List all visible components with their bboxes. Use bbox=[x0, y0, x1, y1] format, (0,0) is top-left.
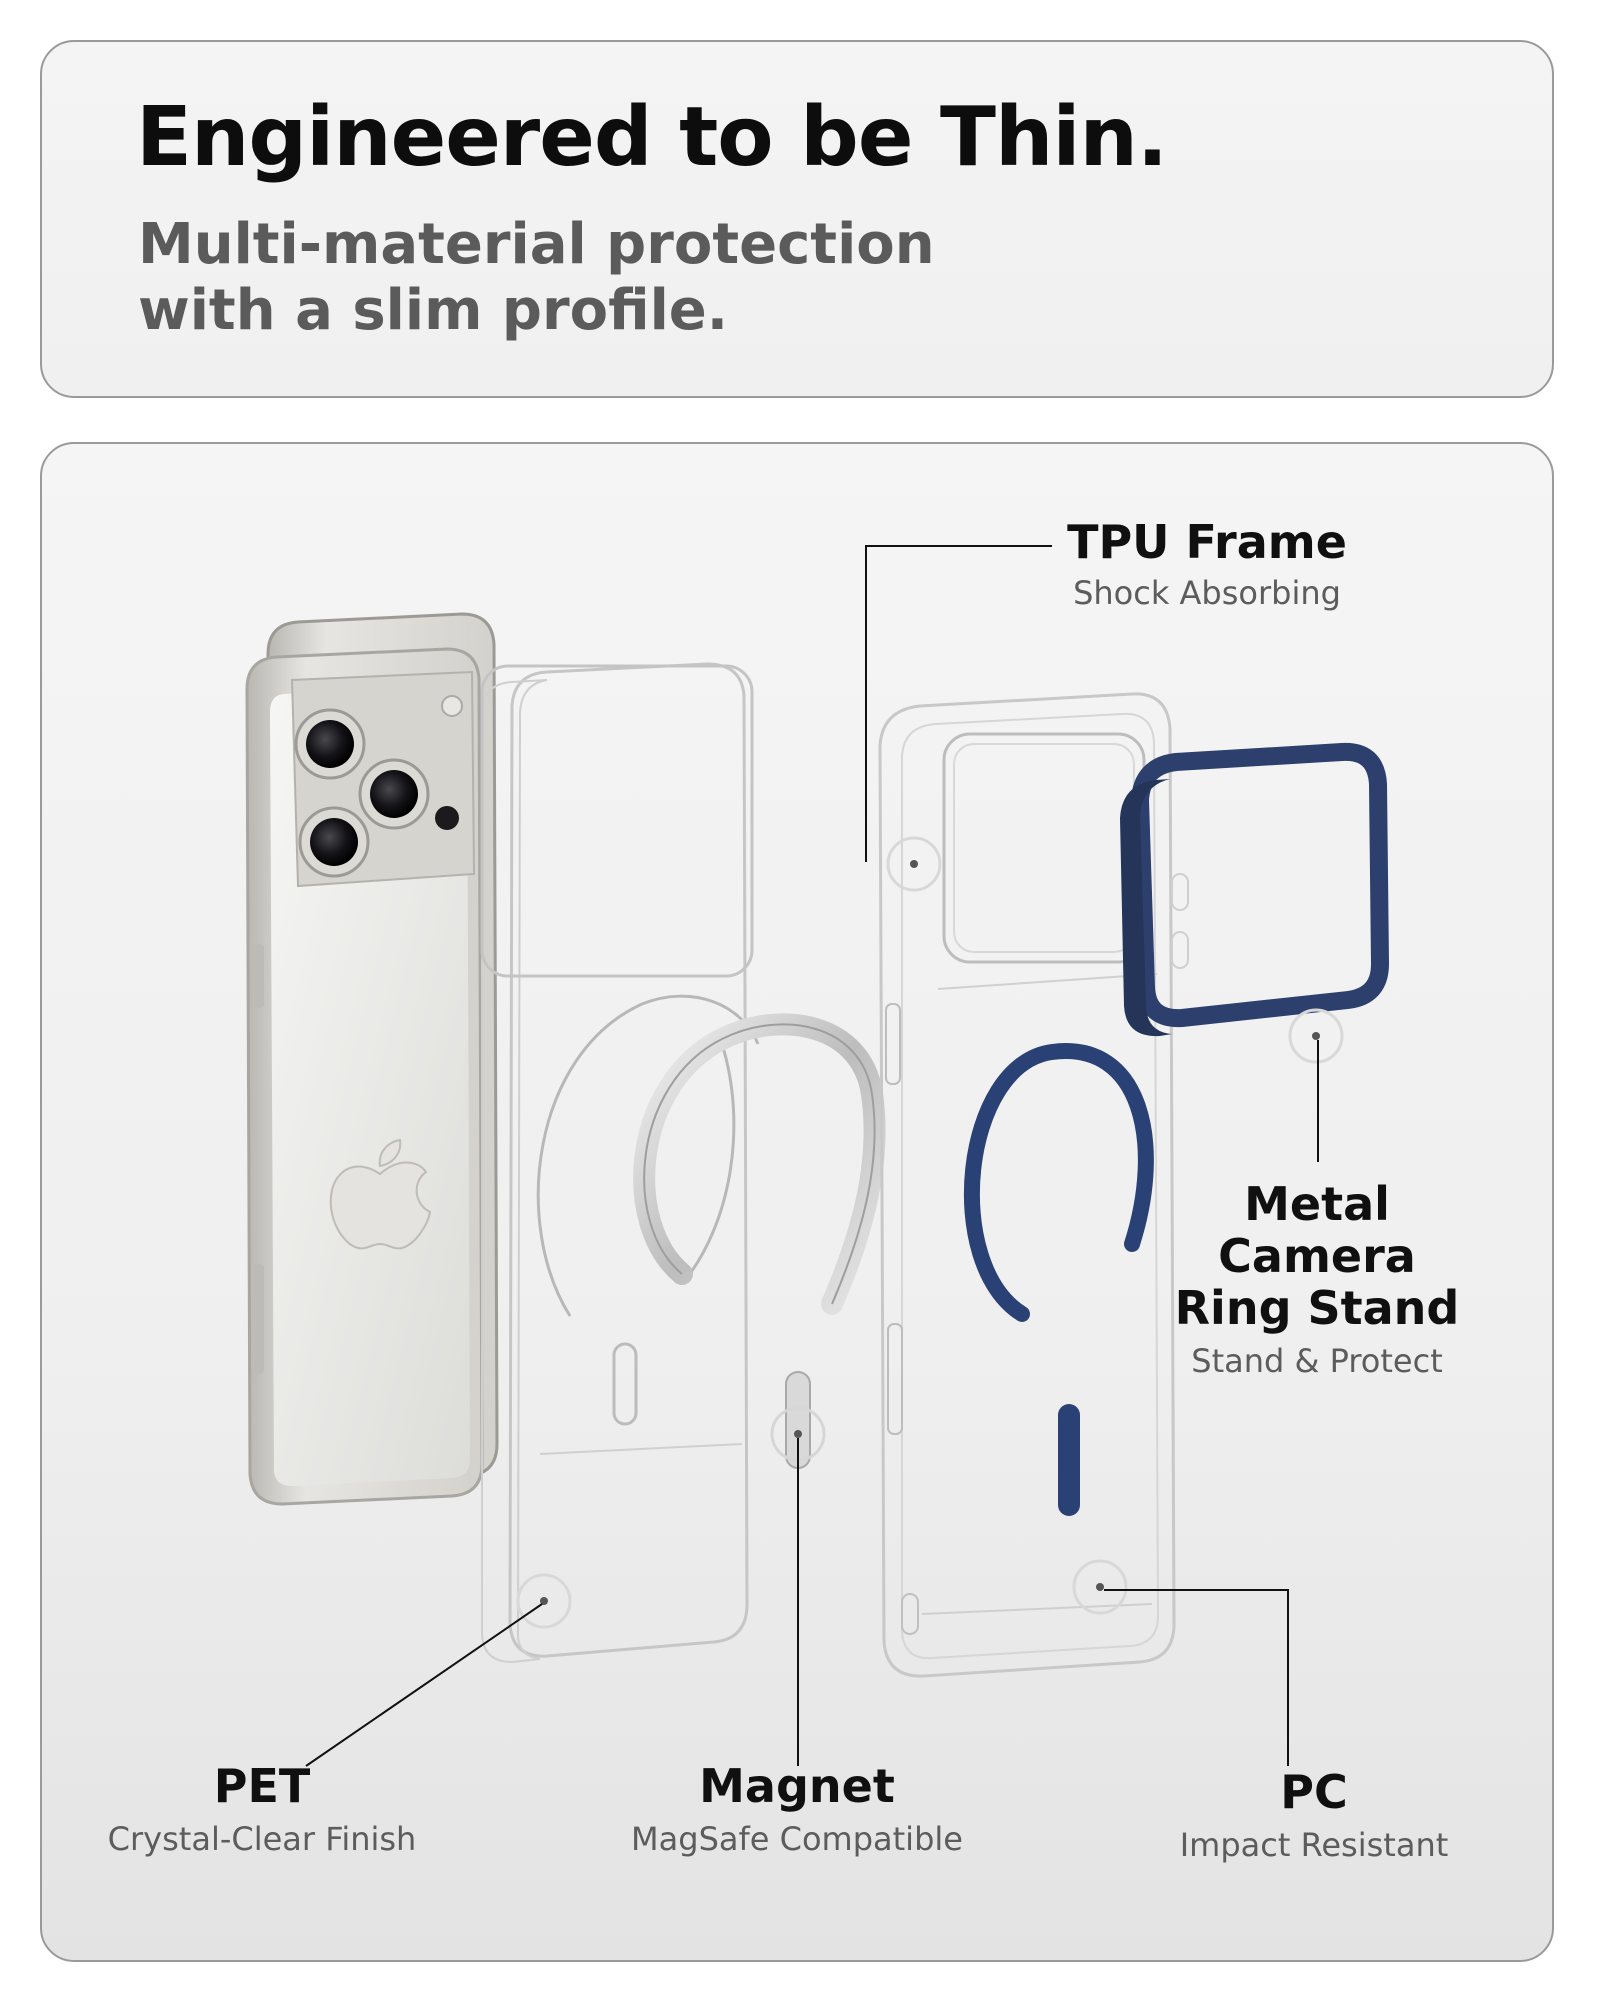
callout-ring-title-2: Ring Stand bbox=[1174, 1281, 1460, 1335]
magnet-ring bbox=[633, 1013, 886, 1469]
callout-tpu-subtitle: Shock Absorbing bbox=[1073, 574, 1341, 612]
subheadline-line-1: Multi-material protection bbox=[138, 212, 935, 277]
callout-pet: PET Crystal-Clear Finish bbox=[92, 1760, 432, 1858]
subheadline: Multi-material protection with a slim pr… bbox=[138, 212, 935, 344]
callout-leader-lines bbox=[305, 545, 1319, 1767]
callout-magnet: Magnet MagSafe Compatible bbox=[612, 1760, 982, 1858]
phone-image bbox=[245, 612, 499, 1506]
headline: Engineered to be Thin. bbox=[136, 90, 1168, 185]
callout-magnet-title: Magnet bbox=[699, 1759, 895, 1813]
callout-pc-subtitle: Impact Resistant bbox=[1179, 1826, 1449, 1864]
callout-pet-subtitle: Crystal-Clear Finish bbox=[107, 1820, 417, 1858]
callout-magnet-subtitle: MagSafe Compatible bbox=[631, 1820, 963, 1858]
subheadline-line-2: with a slim profile. bbox=[138, 278, 729, 343]
callout-tpu-title: TPU Frame bbox=[1067, 515, 1347, 569]
exploded-view-panel: TPU Frame Shock Absorbing Metal Camera R… bbox=[40, 442, 1554, 1962]
callout-ring-stand: Metal Camera Ring Stand Stand & Protect bbox=[1152, 1178, 1482, 1380]
callout-pc: PC Impact Resistant bbox=[1154, 1766, 1474, 1864]
callout-pc-title: PC bbox=[1280, 1765, 1348, 1819]
header-panel: Engineered to be Thin. Multi-material pr… bbox=[40, 40, 1554, 398]
callout-ring-subtitle: Stand & Protect bbox=[1191, 1342, 1443, 1380]
exploded-view-illustration bbox=[245, 545, 1390, 1767]
callout-tpu-frame: TPU Frame Shock Absorbing bbox=[1042, 516, 1372, 612]
camera-ring-stand bbox=[1120, 742, 1390, 1064]
callout-pet-title: PET bbox=[213, 1759, 311, 1813]
pet-layer bbox=[480, 662, 760, 1664]
tpu-pc-case bbox=[878, 692, 1176, 1678]
callout-ring-title-1: Metal Camera bbox=[1218, 1177, 1416, 1283]
apple-logo-icon bbox=[329, 1138, 432, 1250]
